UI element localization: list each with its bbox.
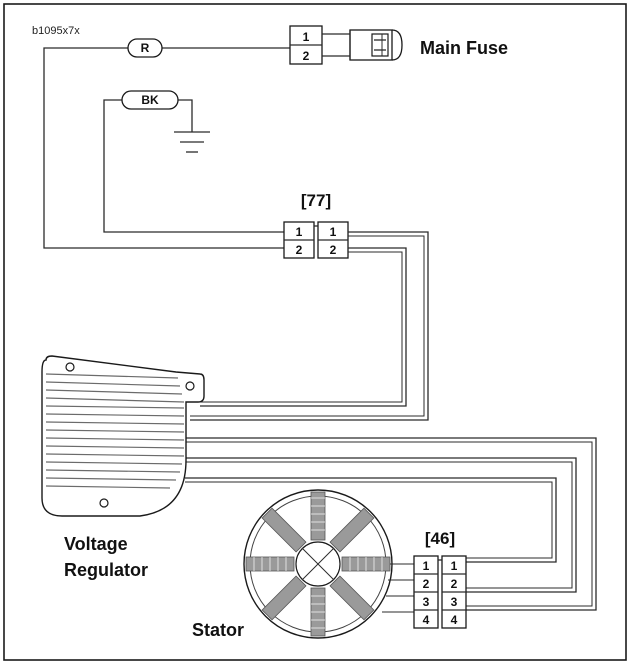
connector-46-right-pin-4: 4	[451, 613, 458, 627]
stator	[243, 489, 414, 639]
regulator-mount-hole-tab	[185, 381, 195, 391]
main-fuse-pin-1: 1	[303, 30, 310, 44]
black-wire: BK	[103, 90, 290, 233]
stator-coils	[245, 491, 391, 637]
wire-color-tag-red	[127, 38, 163, 58]
diagram-code: b1095x7x	[32, 25, 80, 37]
connector-46-left-pin-2: 2	[423, 577, 430, 591]
connector-77-right-pin-2: 2	[330, 243, 337, 257]
connector-77-left-pin-2: 2	[296, 243, 303, 257]
regulator-cooling-fins	[45, 373, 185, 489]
regulator-mount-hole-top	[65, 362, 75, 372]
stator-label: Stator	[192, 620, 244, 640]
connector-77-right-pin-1: 1	[330, 225, 337, 239]
connector-46-right-pin-1: 1	[451, 559, 458, 573]
connector-46-right-pin-3: 3	[451, 595, 458, 609]
connector-46-right-pin-2: 2	[451, 577, 458, 591]
main-fuse-icon	[349, 29, 403, 61]
connector-77-left-pin-1: 1	[296, 225, 303, 239]
red-wire: R	[43, 38, 290, 249]
wire-color-tag-black	[121, 90, 179, 110]
connector-46-left-pin-4: 4	[423, 613, 430, 627]
stator-coil-windings	[253, 497, 383, 629]
connector-46-label: [46]	[425, 529, 455, 548]
connector-77-label: [77]	[301, 191, 331, 210]
main-fuse-connector: 1 2	[289, 25, 403, 65]
connector-46-left-pin-1: 1	[423, 559, 430, 573]
stator-wires	[185, 437, 597, 611]
voltage-regulator-label-line2: Regulator	[64, 560, 148, 580]
main-fuse-pin-2: 2	[303, 49, 310, 63]
connector-46-left-pin-3: 3	[423, 595, 430, 609]
voltage-regulator-label-line1: Voltage	[64, 534, 128, 554]
regulator-mount-hole-bottom	[99, 498, 109, 508]
ground-symbol	[174, 131, 210, 153]
voltage-regulator	[41, 355, 205, 517]
connector-46: 1 2 3 4 1 2 3 4	[413, 555, 467, 629]
connector-77: 1 2 1 2	[283, 221, 349, 259]
wire-color-tag-black-text: BK	[141, 93, 159, 107]
main-fuse-label: Main Fuse	[420, 38, 508, 58]
wire-color-tag-red-text: R	[141, 41, 150, 55]
regulator-output-wires	[190, 231, 429, 421]
